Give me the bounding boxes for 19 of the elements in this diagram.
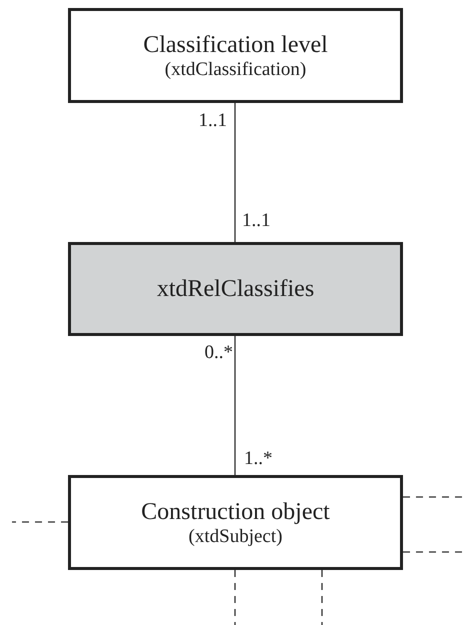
class-identifier: (xtdClassification)	[164, 58, 306, 80]
class-name: Classification level	[143, 30, 328, 58]
class-name: Construction object	[141, 498, 330, 526]
multiplicity-label: 1..1	[242, 211, 270, 231]
class-box	[68, 242, 403, 336]
dashed-association-line	[403, 496, 463, 498]
association-line	[234, 103, 236, 242]
dashed-association-line	[403, 551, 463, 553]
multiplicity-label: 1..*	[244, 449, 272, 469]
association-line	[234, 336, 236, 475]
class-identifier: (xtdSubject)	[188, 526, 282, 548]
class-name: xtdRelClassifies	[156, 275, 314, 303]
class-box	[68, 8, 403, 103]
multiplicity-label: 0..*	[204, 343, 233, 363]
class-box	[68, 475, 403, 570]
dashed-association-line	[234, 570, 236, 625]
dashed-association-line	[12, 521, 68, 523]
multiplicity-label: 1..1	[198, 111, 227, 131]
dashed-association-line	[321, 570, 323, 625]
